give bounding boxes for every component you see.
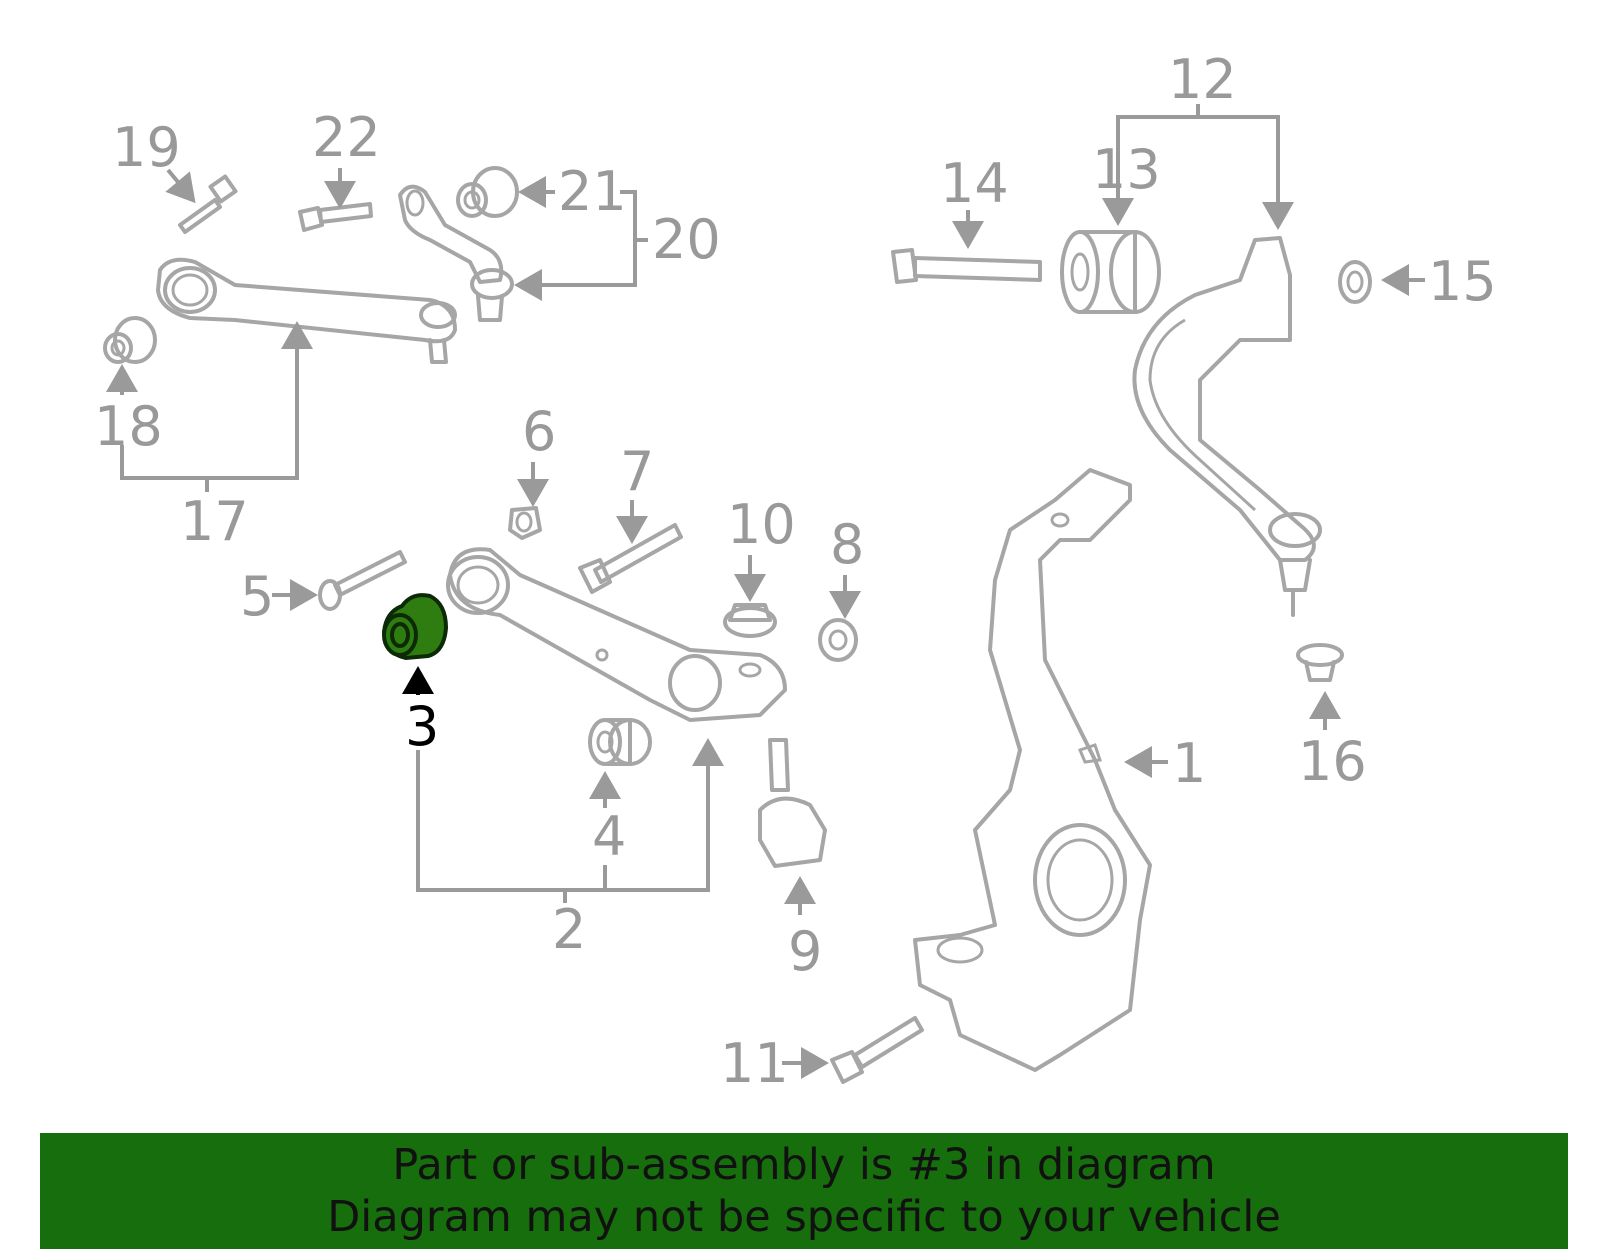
upper-control-arm-12 <box>1132 236 1322 617</box>
callout-11: 11 <box>720 1032 789 1095</box>
callout-5: 5 <box>240 565 274 628</box>
bolt-19 <box>178 174 238 234</box>
callout-20: 20 <box>652 208 721 271</box>
nut-16 <box>1296 643 1344 682</box>
callout-7: 7 <box>620 440 654 503</box>
callout-21: 21 <box>558 160 627 223</box>
callout-17: 17 <box>180 490 249 553</box>
bolt-5 <box>318 550 407 611</box>
banner-line-disclaimer: Diagram may not be specific to your vehi… <box>327 1192 1281 1242</box>
upper-link-arm-17 <box>156 257 457 364</box>
callout-16: 16 <box>1298 730 1367 793</box>
bolt-22 <box>298 202 373 232</box>
callout-3[interactable]: 3 <box>405 695 439 758</box>
callout-18: 18 <box>94 395 163 458</box>
banner-line-part: Part or sub-assembly is #3 in diagram <box>392 1140 1216 1190</box>
nut-10 <box>723 603 777 638</box>
callout-13: 13 <box>1092 138 1161 201</box>
nut-6 <box>508 506 542 540</box>
callout-6: 6 <box>522 400 556 463</box>
callout-19: 19 <box>112 116 181 179</box>
callout-15: 15 <box>1428 250 1497 313</box>
bolt-7 <box>578 523 683 594</box>
bolt-14 <box>891 248 1042 284</box>
callout-22: 22 <box>312 106 381 169</box>
bushing-18 <box>103 316 157 364</box>
nut-8 <box>818 618 858 662</box>
callout-10: 10 <box>727 493 796 556</box>
callout-4: 4 <box>592 805 626 868</box>
callout-9: 9 <box>788 920 822 983</box>
callout-14: 14 <box>940 152 1009 215</box>
leader-lines <box>106 104 1425 1079</box>
callout-2: 2 <box>552 898 586 961</box>
bushing-3-highlighted[interactable] <box>381 593 449 661</box>
info-banner: Part or sub-assembly is #3 in diagram Di… <box>40 1133 1568 1249</box>
callout-labels: 19 22 21 20 18 17 6 7 10 8 5 3 4 2 9 1 1… <box>94 48 1497 1095</box>
callout-12: 12 <box>1168 48 1237 111</box>
bushing-21 <box>456 166 519 218</box>
nut-15 <box>1338 260 1372 304</box>
bushing-13 <box>1060 230 1161 314</box>
callout-1: 1 <box>1172 732 1206 795</box>
ball-joint-9 <box>758 738 827 868</box>
bushing-4 <box>588 718 652 766</box>
steering-knuckle-1 <box>913 468 1152 1072</box>
callout-8: 8 <box>830 513 864 576</box>
upper-link-20 <box>398 184 514 322</box>
bolt-11 <box>830 1016 924 1084</box>
lower-control-arm-2 <box>446 547 787 722</box>
